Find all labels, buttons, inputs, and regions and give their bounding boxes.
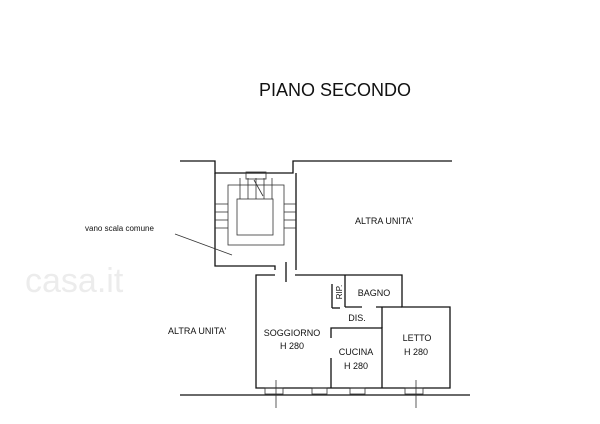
plan-title: PIANO SECONDO [259,80,411,100]
label-bathroom: BAGNO [358,288,391,298]
label-living: SOGGIORNO [264,328,321,338]
label-storage: RIP. [335,285,344,300]
label-stair: vano scala comune [85,224,154,233]
label-bedroom-height: H 280 [404,347,428,357]
watermark: casa.it [25,262,124,300]
label-other-unit-top: ALTRA UNITA' [355,216,414,226]
staircase [174,171,296,256]
label-hall: DIS. [348,313,366,323]
label-kitchen: CUCINA [339,347,374,357]
label-living-height: H 280 [280,341,304,351]
windows [264,380,424,408]
label-other-unit-left: ALTRA UNITA' [168,326,227,336]
walls [180,160,470,396]
label-kitchen-height: H 280 [344,361,368,371]
label-bedroom: LETTO [403,333,432,343]
